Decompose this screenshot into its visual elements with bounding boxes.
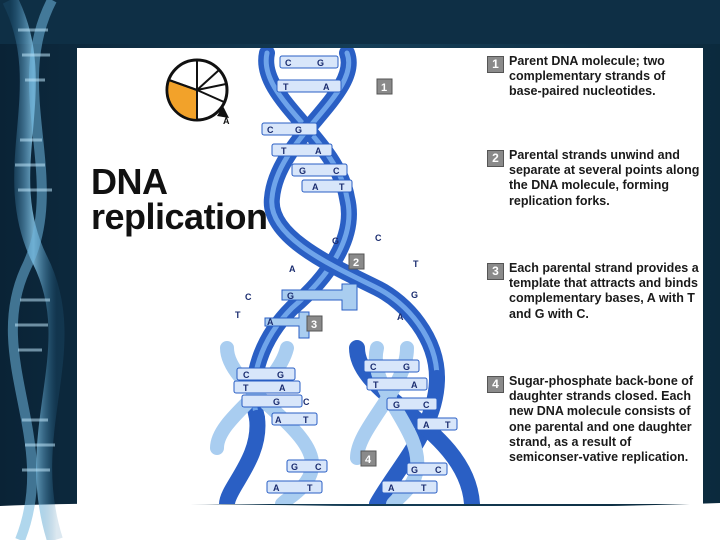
bp-top-0-right: G <box>317 58 324 68</box>
title-line-1: DNA <box>91 161 168 202</box>
fork-right-0: C <box>375 233 382 243</box>
bp-top-2-right: G <box>295 125 302 135</box>
step-2-number: 2 <box>487 150 504 167</box>
bp-bl-5-right: T <box>307 483 313 493</box>
fork-left-1: A <box>289 264 296 274</box>
bp-top-1-right: A <box>323 82 330 92</box>
bp-br-5-left: A <box>388 483 395 493</box>
bp-bl-5-left: A <box>273 483 280 493</box>
svg-text:1: 1 <box>381 82 387 94</box>
bp-bl-3-right: T <box>303 415 309 425</box>
bp-top-3-right: A <box>315 146 322 156</box>
bp-top-4-left: G <box>299 166 306 176</box>
fork-right-3: A <box>397 312 404 322</box>
dna-replication-diagram: A <box>165 48 480 504</box>
bp-top-5-right: T <box>339 182 345 192</box>
diagram-step-marker-4: 4 <box>360 450 377 467</box>
diagram-step-marker-3: 3 <box>306 315 323 332</box>
bp-br-1-right: A <box>411 380 418 390</box>
fork-left-3: T <box>235 310 241 320</box>
bp-br-3-right: T <box>445 420 451 430</box>
diagram-step-marker-1: 1 <box>376 78 393 95</box>
bp-br-2-left: G <box>393 400 400 410</box>
bp-bl-2-left: G <box>273 397 280 407</box>
svg-text:2: 2 <box>353 257 359 269</box>
cycle-icon: A <box>165 58 230 126</box>
bp-top-3-left: T <box>281 146 287 156</box>
bp-top-0-left: C <box>285 58 292 68</box>
diagram-panel: A <box>77 48 703 504</box>
bp-top-2-left: C <box>267 125 274 135</box>
bp-br-0-right: G <box>403 362 410 372</box>
bp-top-4-right: C <box>333 166 340 176</box>
free-nucleotides <box>264 283 358 339</box>
free-base-1: A <box>267 317 274 327</box>
bp-br-4-left: G <box>411 465 418 475</box>
bp-br-2-right: C <box>423 400 430 410</box>
step-1-number: 1 <box>487 56 504 73</box>
fork-right-1: T <box>413 259 419 269</box>
base-pairs: C G T A C G T A G C A T G A C T C T G A … <box>233 55 458 494</box>
bp-bl-1-right: A <box>279 383 286 393</box>
step-4-text: Sugar-phosphate back-bone of daughter st… <box>509 374 694 465</box>
bp-bl-4-right: C <box>315 462 322 472</box>
bp-br-1-left: T <box>373 380 379 390</box>
bp-top-5-left: A <box>312 182 319 192</box>
bp-bl-4-left: G <box>291 462 298 472</box>
bp-br-4-right: C <box>435 465 442 475</box>
svg-text:4: 4 <box>365 454 372 466</box>
background-helix-decoration <box>2 0 65 540</box>
step-2-text: Parental strands unwind and separate at … <box>509 148 700 208</box>
title-line-2: replication <box>91 196 268 237</box>
step-4-number: 4 <box>487 376 504 393</box>
diagram-step-marker-2: 2 <box>348 253 365 270</box>
svg-text:3: 3 <box>311 319 317 331</box>
bp-br-0-left: C <box>370 362 377 372</box>
bp-top-1-left: T <box>283 82 289 92</box>
bp-br-5-right: T <box>421 483 427 493</box>
bp-bl-2-right: C <box>303 397 310 407</box>
step-3-text: Each parental strand provides a template… <box>509 261 699 321</box>
step-3-number: 3 <box>487 263 504 280</box>
step-1-text: Parent DNA molecule; two complementary s… <box>509 54 666 99</box>
free-base-0: G <box>287 291 294 301</box>
bp-bl-3-left: A <box>275 415 282 425</box>
cycle-icon-letter: A <box>223 116 230 126</box>
bp-bl-0-left: C <box>243 370 250 380</box>
fork-right-2: G <box>411 290 418 300</box>
bp-br-3-left: A <box>423 420 430 430</box>
fork-left-2: C <box>245 292 252 302</box>
bp-bl-0-right: G <box>277 370 284 380</box>
fork-left-0: G <box>332 236 339 246</box>
bp-bl-1-left: T <box>243 383 249 393</box>
parent-helix <box>219 48 480 504</box>
